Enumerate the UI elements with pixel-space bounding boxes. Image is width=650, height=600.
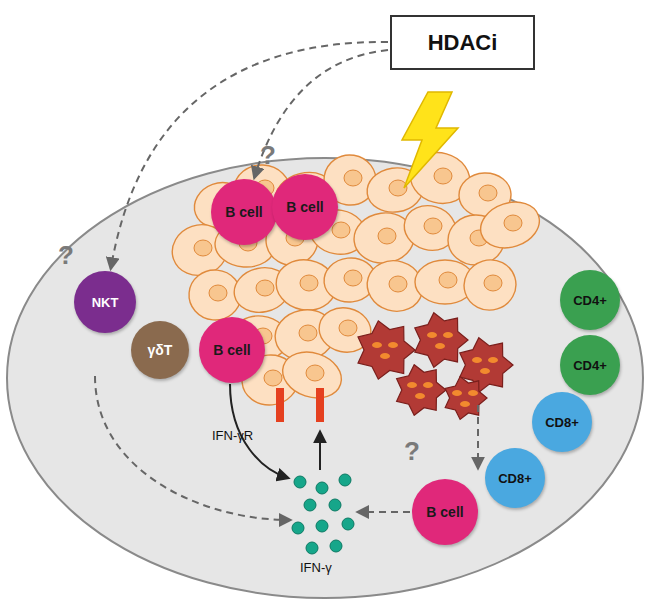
gamma-delta-t-cell: γδT [131,321,189,379]
nucleus [479,185,497,201]
fragment [472,357,482,363]
tumor-cell [475,195,546,255]
nucleus [300,275,318,291]
b-cell: B cell [412,479,478,545]
dashed-connector [111,42,388,269]
dashed-arrow [477,405,479,468]
node-text: γδT [148,342,173,358]
node-text: NKT [92,295,119,310]
fragment [468,390,478,396]
fragment [388,342,398,348]
node-text: B cell [286,199,323,215]
receptor-label: IFN-γR [212,428,253,443]
dying-cell [415,313,468,368]
dashed-connector [254,50,388,177]
nucleus [434,168,452,184]
question-mark: ? [58,240,74,271]
nucleus [256,280,274,296]
node-text: CD8+ [498,471,532,486]
nucleus [306,365,324,381]
nucleus [504,215,522,231]
fragment [480,368,490,374]
cytokine-label: IFN-γ [300,560,332,575]
drug-box: HDACi [390,15,535,70]
dashed-arrow [358,511,410,513]
nucleus [484,275,502,291]
dying-cell [358,321,415,379]
nucleus [194,240,212,256]
cytokine-dot [339,474,351,486]
node-text: CD4+ [573,293,607,308]
fragment [407,382,417,388]
receptor [316,388,324,422]
fragment [380,353,390,359]
cytokine-dot [294,476,306,488]
fragment [415,393,425,399]
nucleus [264,370,282,386]
dashed-arrow [95,376,290,520]
b-cell: B cell [272,174,338,240]
fragment [427,332,437,338]
nucleus [378,228,396,244]
node-text: HDACi [428,30,498,56]
nucleus [339,320,357,336]
tumor-cells [165,146,545,407]
cytokine-dot [329,499,341,511]
cytokine-dot [304,499,316,511]
node-text: CD4+ [573,358,607,373]
nucleus [299,325,317,341]
ifn-gamma-dots [292,474,354,554]
nucleus [209,285,227,301]
node-text: B cell [213,342,250,358]
nucleus [389,276,407,292]
tumor-cell [458,253,522,316]
fragment [443,332,453,338]
fragment [460,401,470,407]
nucleus [332,222,350,238]
nucleus [424,218,442,234]
dying-cell [445,377,487,420]
cytokine-dot [292,522,304,534]
question-mark: ? [260,140,276,171]
fragment [452,390,462,396]
cytokine-dot [306,542,318,554]
lightning-bolt [402,92,458,188]
nucleus [344,270,362,286]
cytokine-dot [330,540,342,552]
nucleus [439,272,457,288]
b-cell: B cell [211,179,277,245]
solid-arrow [319,432,321,470]
fragment [372,342,382,348]
nucleus [344,170,362,186]
b-cell: B cell [199,317,265,383]
cytokine-dot [316,482,328,494]
cd4-cell: CD4+ [560,270,620,330]
tumor-cell [277,345,348,405]
nkt-cell: NKT [74,271,136,333]
cytokine-dot [316,520,328,532]
cd8-cell: CD8+ [485,448,545,508]
question-mark: ? [404,436,420,467]
node-text: B cell [225,204,262,220]
dying-cells [358,313,513,420]
microenvironment [7,158,643,598]
cd8-cell: CD8+ [532,392,592,452]
fragment [423,382,433,388]
cytokine-dot [342,518,354,530]
receptor [276,388,284,422]
fragment [488,357,498,363]
dying-cell [397,365,446,416]
fragment [435,343,445,349]
cd4-cell: CD4+ [560,335,620,395]
node-text: B cell [426,504,463,520]
node-text: CD8+ [545,415,579,430]
